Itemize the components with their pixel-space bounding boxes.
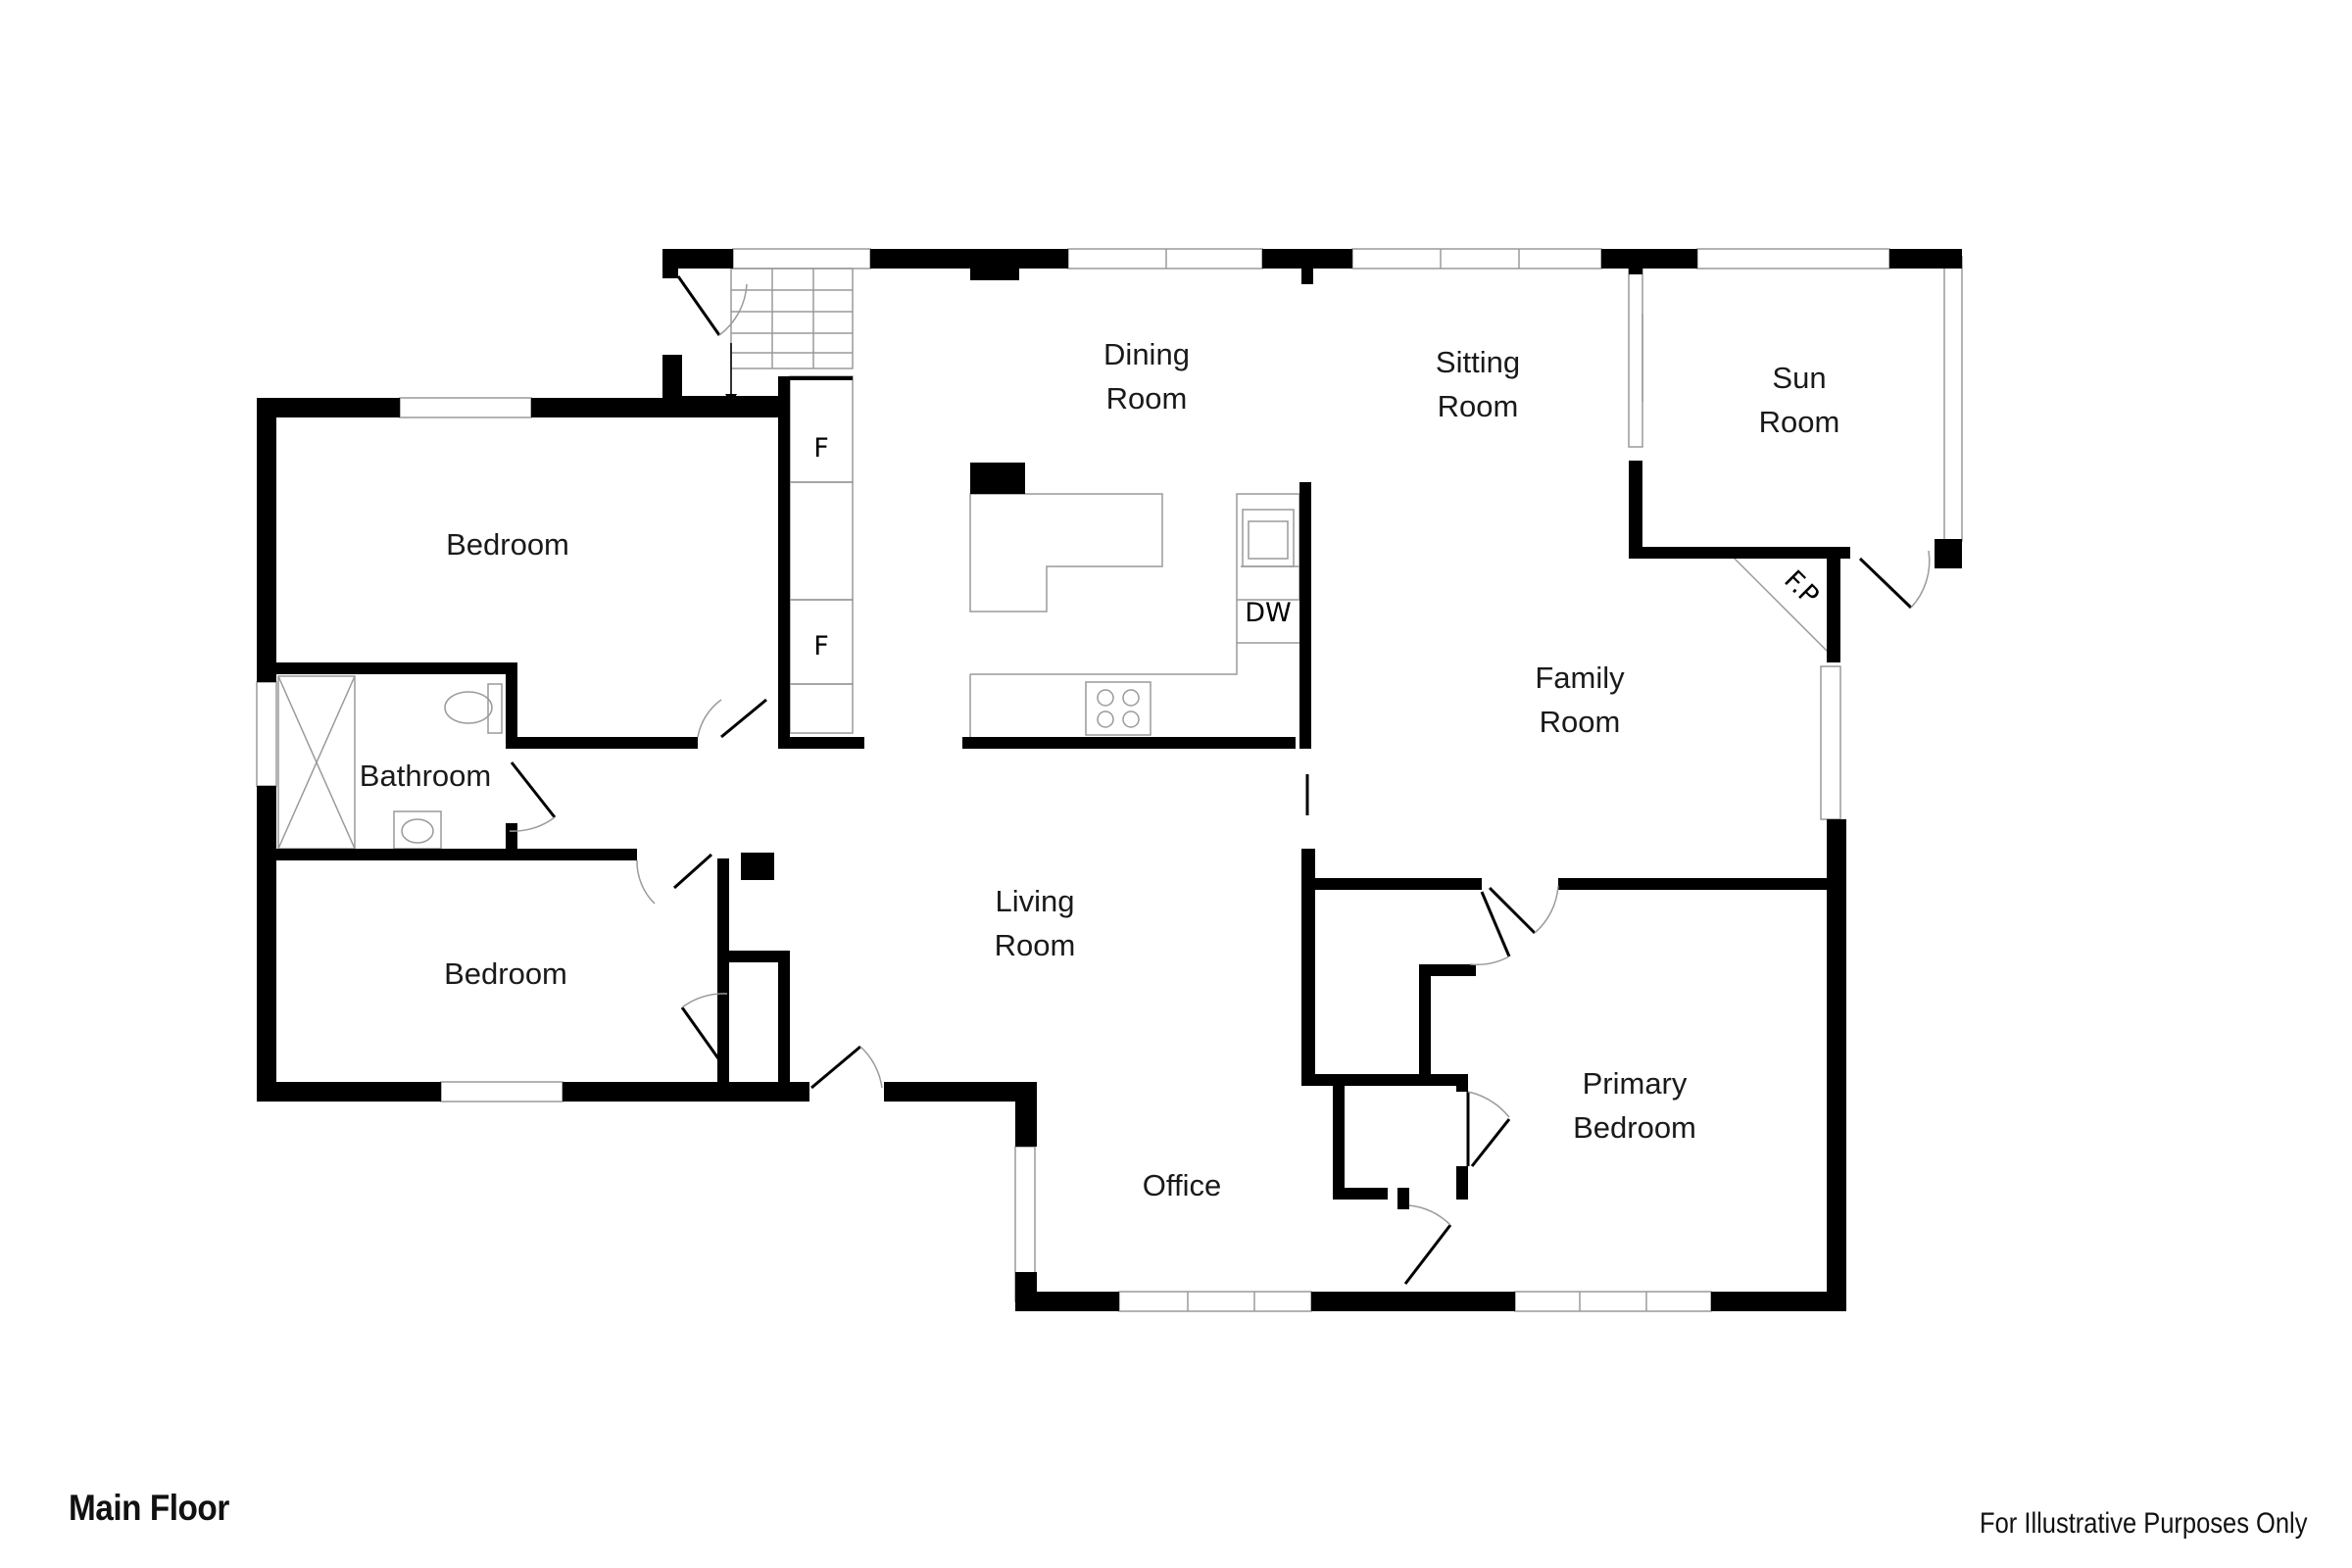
disclaimer-text: For Illustrative Purposes Only	[1979, 1507, 2307, 1540]
stove	[1085, 681, 1152, 736]
fridge-1	[789, 375, 854, 483]
office-label: Office	[1143, 1168, 1221, 1202]
walls	[257, 249, 1962, 1311]
kitchen	[789, 375, 1300, 737]
fridge-2-label: F	[813, 631, 829, 662]
bathroom-label: Bathroom	[360, 759, 491, 793]
floor-title: Main Floor	[69, 1488, 229, 1528]
doors	[509, 275, 1931, 1285]
windows	[256, 248, 1963, 1312]
fireplace	[1729, 554, 1830, 655]
fridge-1-label: F	[813, 433, 829, 464]
fireplace-label: F.P	[1778, 564, 1824, 611]
toilet	[487, 683, 503, 734]
bedroom-top-label: Bedroom	[446, 527, 569, 562]
bedroom-bottom-label: Bedroom	[444, 956, 567, 991]
dishwasher-label: DW	[1245, 598, 1292, 628]
stairs	[725, 268, 854, 404]
